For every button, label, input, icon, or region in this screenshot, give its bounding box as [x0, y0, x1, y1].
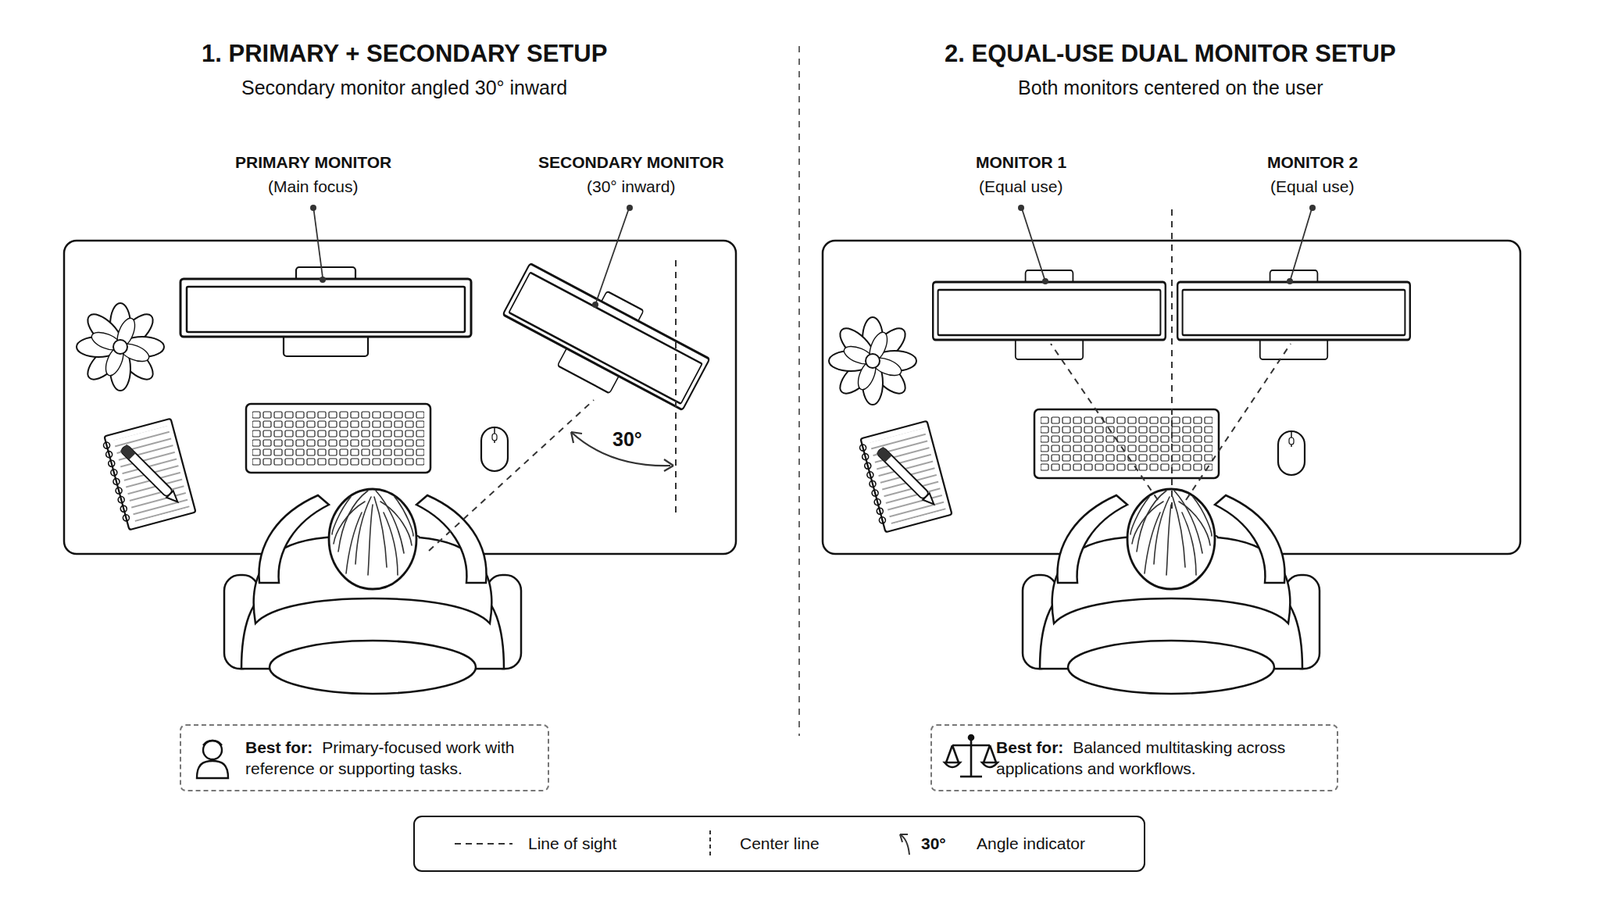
leader-line: [1290, 206, 1313, 279]
legend-sample-dashed: [454, 842, 513, 845]
legend-text: Line of sight: [528, 834, 617, 854]
angle-label: 30°: [610, 428, 645, 451]
monitor-note: (30° inward): [586, 177, 675, 197]
center-line: [675, 260, 677, 516]
monitor-label: MONITOR 1: [975, 153, 1067, 172]
monitor-note: (Equal use): [1270, 177, 1354, 197]
line-of-sight: [1185, 343, 1291, 500]
notebook: [101, 418, 197, 532]
person: [1022, 489, 1320, 694]
monitor-label: PRIMARY MONITOR: [235, 153, 392, 172]
person: [224, 489, 522, 694]
leader-line: [313, 206, 323, 278]
monitor-label: MONITOR 2: [1267, 153, 1358, 172]
leader-line: [596, 206, 630, 303]
center-line: [1171, 209, 1173, 511]
primary-monitor: [180, 267, 472, 357]
keyboard: [246, 403, 431, 473]
legend-angle-label: 30°: [921, 834, 947, 854]
monitor: [932, 270, 1166, 360]
monitor-note: (Main focus): [267, 177, 359, 197]
line-of-sight: [428, 400, 594, 551]
monitor-note: (Equal use): [978, 177, 1063, 197]
best-for-heading: Best for:: [996, 738, 1064, 757]
plant: [828, 317, 917, 405]
best-for-box: Best for: Balanced multitasking across a…: [930, 724, 1339, 792]
section-subtitle: Both monitors centered on the user: [1017, 76, 1324, 100]
leader-line: [1021, 206, 1045, 279]
scale-icon: [944, 735, 998, 777]
legend-sample-center: [709, 830, 711, 858]
line-of-sight: [1050, 343, 1158, 500]
notebook: [857, 421, 953, 534]
best-for-box: Best for: Primary-focused work with refe…: [179, 724, 550, 792]
best-for-text: Best for: Primary-focused work with refe…: [245, 736, 537, 780]
keyboard: [1034, 409, 1219, 479]
mouse: [1278, 431, 1305, 475]
monitor: [1177, 270, 1411, 360]
section-title: 2. EQUAL-USE DUAL MONITOR SETUP: [944, 39, 1397, 68]
user-icon: [196, 740, 229, 779]
monitor-label: SECONDARY MONITOR: [538, 153, 725, 172]
legend-text: Center line: [739, 834, 820, 854]
section-subtitle: Secondary monitor angled 30° inward: [241, 76, 568, 100]
mouse: [481, 427, 508, 472]
plant: [76, 303, 165, 391]
legend-sample-arc: [900, 834, 910, 855]
best-for-heading: Best for:: [245, 738, 313, 757]
legend-text: Angle indicator: [976, 834, 1086, 854]
divider-line: [798, 46, 800, 736]
legend-box: [414, 816, 1145, 872]
best-for-text: Best for: Balanced multitasking across a…: [996, 736, 1326, 780]
section-title: 1. PRIMARY + SECONDARY SETUP: [201, 39, 608, 68]
